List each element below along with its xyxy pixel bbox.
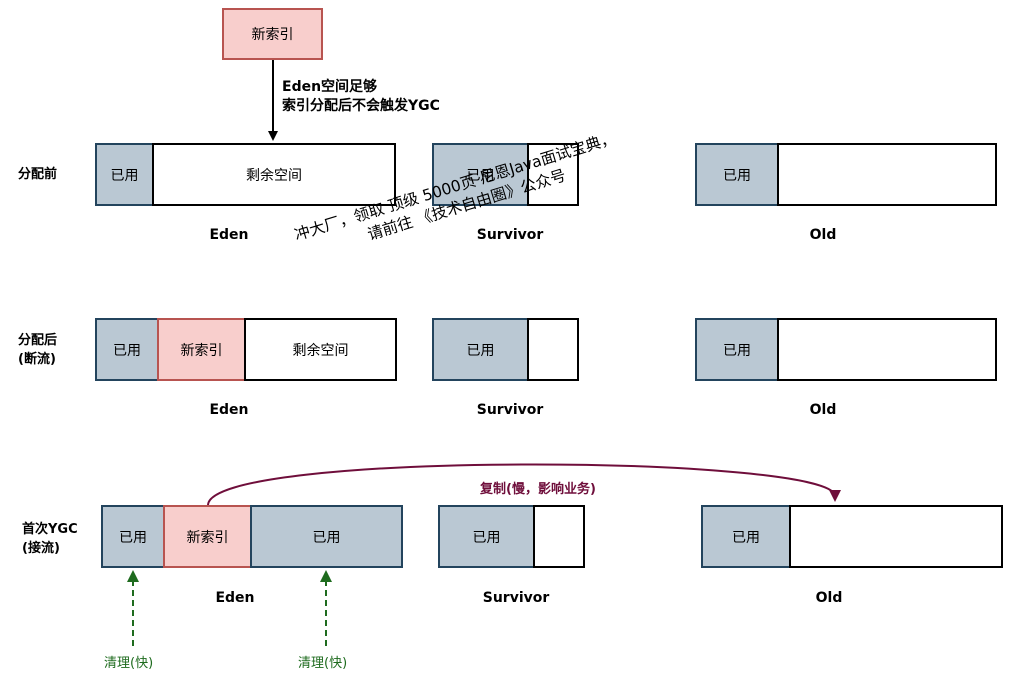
copy-arrow bbox=[207, 463, 841, 506]
row3-eden-new-index: 新索引 bbox=[163, 505, 252, 568]
row3-eden-used2: 已用 bbox=[250, 505, 403, 568]
row3-eden-used: 已用 bbox=[101, 505, 165, 568]
row2-old-used-label: 已用 bbox=[723, 342, 751, 359]
row1-survivor-used: 已用 bbox=[432, 143, 529, 206]
row3-old-caption: Old bbox=[815, 590, 843, 606]
row2-old-used: 已用 bbox=[695, 318, 779, 381]
row3-old-free bbox=[789, 505, 1003, 568]
row1-old-used-label: 已用 bbox=[723, 167, 751, 184]
row1-old-free bbox=[777, 143, 997, 206]
row2-survivor-used-label: 已用 bbox=[466, 342, 495, 359]
row3-old-used: 已用 bbox=[701, 505, 791, 568]
row2-eden-new-index-label: 新索引 bbox=[180, 342, 223, 359]
row1-label: 分配前 bbox=[18, 167, 58, 182]
row2-old-caption: Old bbox=[809, 402, 837, 418]
row1-survivor-free bbox=[527, 143, 579, 206]
row3-eden-used-label: 已用 bbox=[119, 529, 147, 546]
row2-eden-free-label: 剩余空间 bbox=[292, 342, 349, 359]
row1-survivor-caption: Survivor bbox=[476, 227, 544, 243]
top-note-line2: 索引分配后不会触发YGC bbox=[282, 98, 440, 114]
row3-survivor-free bbox=[533, 505, 585, 568]
row3-survivor-used: 已用 bbox=[438, 505, 535, 568]
row3-eden-caption: Eden bbox=[215, 590, 255, 606]
row2-survivor-free bbox=[527, 318, 579, 381]
row3-old-used-label: 已用 bbox=[732, 529, 760, 546]
row3-label-line1: 首次YGC bbox=[22, 522, 78, 537]
row1-old-caption: Old bbox=[809, 227, 837, 243]
row3-survivor-used-label: 已用 bbox=[472, 529, 501, 546]
row2-old-free bbox=[777, 318, 997, 381]
row2-eden-used: 已用 bbox=[95, 318, 159, 381]
row3-eden-new-index-label: 新索引 bbox=[186, 529, 229, 546]
top-new-index-label: 新索引 bbox=[251, 27, 294, 43]
row2-label: 分配后 (断流) bbox=[18, 331, 57, 369]
row3-label-line2: (接流) bbox=[22, 541, 60, 556]
top-new-index-box: 新索引 bbox=[222, 8, 323, 60]
row1-old-used: 已用 bbox=[695, 143, 779, 206]
row1-eden-free-label: 剩余空间 bbox=[246, 167, 302, 184]
row2-survivor-caption: Survivor bbox=[476, 402, 544, 418]
top-note: Eden空间足够 索引分配后不会触发YGC bbox=[282, 78, 440, 116]
row2-survivor-used: 已用 bbox=[432, 318, 529, 381]
row1-eden-used: 已用 bbox=[95, 143, 154, 206]
row2-eden-caption: Eden bbox=[209, 402, 249, 418]
row1-eden-used-label: 已用 bbox=[110, 167, 139, 184]
row1-survivor-used-label: 已用 bbox=[466, 167, 495, 184]
row1-eden-free: 剩余空间 bbox=[152, 143, 396, 206]
row2-eden-new-index: 新索引 bbox=[157, 318, 246, 381]
row2-label-line2: (断流) bbox=[18, 352, 56, 367]
clean-label-1: 清理(快) bbox=[104, 656, 154, 671]
row3-label: 首次YGC (接流) bbox=[22, 520, 78, 558]
row2-label-line1: 分配后 bbox=[18, 333, 58, 348]
row2-eden-used-label: 已用 bbox=[113, 342, 141, 359]
row1-eden-caption: Eden bbox=[209, 227, 249, 243]
clean-label-2: 清理(快) bbox=[298, 656, 348, 671]
row3-survivor-caption: Survivor bbox=[482, 590, 550, 606]
row3-eden-used2-label: 已用 bbox=[312, 529, 341, 546]
copy-label: 复制(慢，影响业务) bbox=[480, 482, 596, 497]
row2-eden-free: 剩余空间 bbox=[244, 318, 397, 381]
top-note-line1: Eden空间足够 bbox=[282, 79, 378, 95]
